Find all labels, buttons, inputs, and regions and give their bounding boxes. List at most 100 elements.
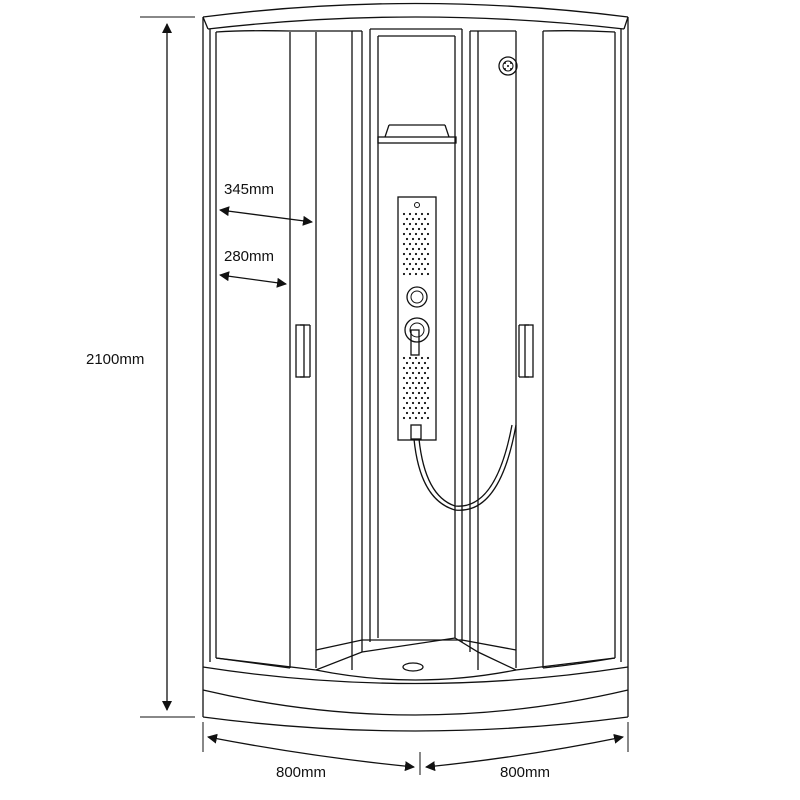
jet-dot (426, 252, 430, 256)
panel-inner-dimension (219, 271, 287, 288)
right-fixed-panel (469, 30, 516, 670)
width-right-label: 800mm (500, 764, 551, 781)
jet-dot (411, 391, 415, 395)
jet-dot (417, 257, 421, 261)
jet-dot (411, 267, 415, 271)
jet-dot (408, 366, 412, 370)
jet-dot (426, 406, 430, 410)
jet-dot (417, 247, 421, 251)
jet-dot (408, 396, 412, 400)
jet-dot (426, 262, 430, 266)
jet-dot (426, 356, 430, 360)
jet-dot (420, 356, 424, 360)
jet-dot (426, 222, 430, 226)
jet-dot (408, 272, 412, 276)
jet-dot (405, 391, 409, 395)
jet-dot (414, 212, 418, 216)
jet-dot (423, 217, 427, 221)
jet-dot (420, 376, 424, 380)
jet-dot (417, 371, 421, 375)
lower-jets (402, 356, 430, 420)
jet-dot (417, 401, 421, 405)
jet-dot (405, 381, 409, 385)
jet-dot (426, 272, 430, 276)
jet-dot (420, 416, 424, 420)
upper-jets (402, 212, 430, 276)
jet-dot (426, 396, 430, 400)
jet-dot (420, 386, 424, 390)
jet-dot (414, 262, 418, 266)
door-handle-right (518, 324, 534, 378)
jet-dot (411, 247, 415, 251)
jet-dot (420, 232, 424, 236)
jet-dot (405, 227, 409, 231)
jet-dot (402, 222, 406, 226)
jet-dot (405, 237, 409, 241)
jet-dot (423, 391, 427, 395)
jet-dot (402, 396, 406, 400)
jet-dot (414, 386, 418, 390)
jet-dot (405, 411, 409, 415)
jet-dot (405, 217, 409, 221)
jet-dot (405, 401, 409, 405)
jet-dot (426, 232, 430, 236)
jet-dot (420, 366, 424, 370)
jet-dot (423, 227, 427, 231)
cabin-frame (202, 17, 629, 667)
jet-dot (423, 401, 427, 405)
jet-dot (426, 416, 430, 420)
jet-dot (408, 262, 412, 266)
jet-dot (411, 361, 415, 365)
jet-dot (414, 396, 418, 400)
jet-dot (426, 242, 430, 246)
jet-dot (402, 366, 406, 370)
jet-dot (408, 406, 412, 410)
jet-dot (411, 257, 415, 261)
jet-dot (420, 222, 424, 226)
jet-dot (420, 252, 424, 256)
jet-dot (420, 396, 424, 400)
height-dimension (140, 16, 195, 718)
jet-dot (420, 212, 424, 216)
jet-dot (426, 212, 430, 216)
jet-dot (414, 252, 418, 256)
shower-hose (413, 424, 517, 511)
panel-outer-label: 345mm (224, 181, 275, 198)
jet-dot (420, 242, 424, 246)
width-dimension (202, 722, 629, 775)
jet-dot (411, 371, 415, 375)
jet-dot (426, 366, 430, 370)
jet-dot (417, 361, 421, 365)
jet-dot (423, 257, 427, 261)
jet-dot (420, 262, 424, 266)
jet-dot (405, 361, 409, 365)
back-wall (369, 28, 463, 642)
jet-dot (414, 222, 418, 226)
jet-dot (402, 242, 406, 246)
jet-dot (414, 376, 418, 380)
left-door-panel (215, 30, 317, 669)
height-label: 2100mm (86, 351, 145, 368)
jet-dot (405, 257, 409, 261)
jet-dot (423, 371, 427, 375)
jet-dot (402, 212, 406, 216)
jet-dot (423, 237, 427, 241)
jet-dot (408, 376, 412, 380)
jet-dot (408, 222, 412, 226)
door-handle-icon (295, 324, 311, 378)
jet-dot (417, 391, 421, 395)
jet-dot (414, 356, 418, 360)
shower-column-icon (397, 196, 437, 441)
jet-dot (417, 237, 421, 241)
jet-dot (402, 356, 406, 360)
jet-dot (411, 227, 415, 231)
jet-dot (423, 267, 427, 271)
panel-inner-label: 280mm (224, 248, 275, 265)
jet-dot (417, 411, 421, 415)
jet-dot (411, 401, 415, 405)
jet-dot (408, 252, 412, 256)
jet-dot (426, 376, 430, 380)
jet-dot (414, 272, 418, 276)
jet-dot (402, 232, 406, 236)
